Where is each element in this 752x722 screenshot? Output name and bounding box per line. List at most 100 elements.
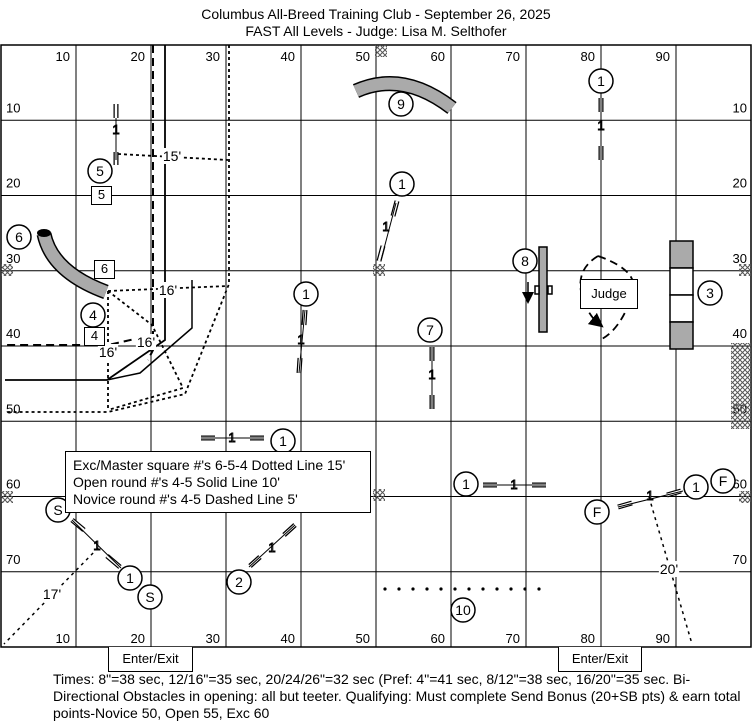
number-circle-n4: 4 — [80, 302, 106, 328]
svg-text:F: F — [719, 473, 728, 489]
right-axis-label: 30 — [733, 251, 747, 266]
svg-text:4: 4 — [89, 307, 97, 323]
dot — [383, 587, 387, 591]
bottom-axis-label: 80 — [581, 631, 595, 646]
tunnel-9 — [353, 77, 456, 113]
right-axis-label: 40 — [733, 326, 747, 341]
right-axis-label: 60 — [733, 477, 747, 492]
square-6: 6 — [94, 260, 115, 279]
bottom-axis-label: 20 — [131, 631, 145, 646]
svg-text:5: 5 — [96, 163, 104, 179]
marker-center-60 — [373, 489, 385, 501]
svg-text:1: 1 — [462, 476, 470, 492]
svg-text:16': 16' — [99, 344, 117, 360]
svg-text:9: 9 — [397, 96, 405, 112]
distance-d17: 17' — [41, 586, 63, 602]
marker-right-40 — [731, 343, 751, 429]
svg-text:8: 8 — [521, 253, 529, 269]
number-circle-n1c: 1 — [293, 281, 319, 307]
marker-right-30 — [739, 264, 751, 276]
obstacle-10-line — [383, 587, 541, 591]
svg-text:15': 15' — [163, 148, 181, 164]
jump-mark: 1 — [93, 538, 100, 553]
jump-mark: 1 — [382, 219, 389, 234]
distance-d16c: 16' — [97, 344, 119, 360]
left-axis-label: 30 — [6, 251, 20, 266]
left-axis-label: 70 — [6, 552, 20, 567]
distance-d16b: 16' — [135, 334, 157, 350]
marker-left-60 — [1, 491, 13, 503]
dot — [453, 587, 457, 591]
square-4: 4 — [84, 327, 105, 346]
dot — [467, 587, 471, 591]
bottom-axis-label: 70 — [506, 631, 520, 646]
svg-text:1: 1 — [398, 176, 406, 192]
number-circle-n1b: 1 — [389, 171, 415, 197]
top-axis-label: 30 — [206, 49, 220, 64]
jump-connectors — [71, 98, 684, 569]
bottom-axis-label: 10 — [56, 631, 70, 646]
top-axis-label: 90 — [656, 49, 670, 64]
dot — [523, 587, 527, 591]
svg-text:3: 3 — [706, 285, 714, 301]
course-title: Columbus All-Breed Training Club - Septe… — [201, 6, 551, 22]
distance-d15: 15' — [161, 148, 183, 164]
bottom-axis-label: 50 — [356, 631, 370, 646]
right-axis-label: 70 — [733, 552, 747, 567]
left-axis-label: 10 — [6, 100, 20, 115]
svg-text:1: 1 — [692, 479, 700, 495]
number-circle-n8: 8 — [512, 248, 538, 274]
obstacle-8-teeter — [522, 246, 553, 333]
svg-text:1: 1 — [279, 433, 287, 449]
svg-text:S: S — [145, 589, 154, 605]
number-circle-s2: S — [137, 584, 163, 610]
square-5: 5 — [91, 186, 112, 205]
distance-lines — [3, 496, 693, 645]
right-axis-label: 20 — [733, 176, 747, 191]
left-axis-label: 20 — [6, 176, 20, 191]
top-axis-label: 10 — [56, 49, 70, 64]
right-axis-label: 10 — [733, 100, 747, 115]
entrance-left: Enter/Exit — [108, 647, 193, 672]
number-circle-n1a: 1 — [588, 68, 614, 94]
number-circle-n3: 3 — [697, 280, 723, 306]
jump-bar-fill — [377, 245, 385, 262]
svg-text:1: 1 — [597, 73, 605, 89]
callout-line-1: Exc/Master square #'s 6-5-4 Dotted Line … — [73, 457, 346, 473]
dot — [425, 587, 429, 591]
top-axis-label: 60 — [431, 49, 445, 64]
number-circle-n1f: 1 — [683, 474, 709, 500]
number-circle-n9: 9 — [388, 91, 414, 117]
marker-top — [375, 45, 387, 57]
course-subtitle: FAST All Levels - Judge: Lisa M. Selthof… — [245, 23, 507, 39]
marker-center-30 — [373, 264, 385, 276]
top-axis-label: 40 — [281, 49, 295, 64]
jump-mark: 1 — [646, 488, 653, 503]
jump-mark: 1 — [268, 540, 275, 555]
number-circle-n10: 10 — [450, 597, 476, 623]
number-circle-n1e: 1 — [453, 471, 479, 497]
svg-text:7: 7 — [426, 322, 434, 338]
course-notes: Times: 8"=38 sec, 12/16"=35 sec, 20/24/2… — [53, 671, 741, 721]
bottom-axis-label: 60 — [431, 631, 445, 646]
svg-text:16': 16' — [159, 282, 177, 298]
svg-text:17': 17' — [43, 586, 61, 602]
svg-text:10: 10 — [455, 602, 471, 618]
distance-d20: 20' — [658, 561, 680, 577]
svg-text:1: 1 — [302, 286, 310, 302]
number-circle-n5: 5 — [87, 158, 113, 184]
bottom-axis-label: 40 — [281, 631, 295, 646]
marker-right-60 — [739, 491, 751, 503]
number-circle-f1: F — [584, 499, 610, 525]
svg-text:20': 20' — [660, 561, 678, 577]
bottom-axis-label: 90 — [656, 631, 670, 646]
entrance-right: Enter/Exit — [558, 647, 642, 672]
jump-mark: 1 — [297, 332, 304, 347]
dot — [537, 587, 541, 591]
left-axis-label: 40 — [6, 326, 20, 341]
callout-line-2: Open round #'s 4-5 Solid Line 10' — [73, 474, 280, 490]
bottom-axis-label: 30 — [206, 631, 220, 646]
callout-box: Exc/Master square #'s 6-5-4 Dotted Line … — [65, 451, 371, 513]
